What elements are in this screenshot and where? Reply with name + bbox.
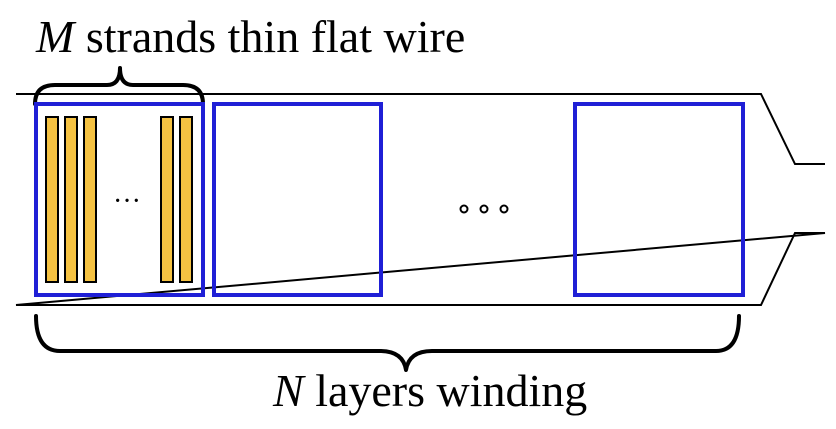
- layer-ellipsis-dot-2: [479, 204, 489, 214]
- bottom-label: N layers winding: [272, 365, 587, 416]
- layer-ellipsis-dot-3: [499, 204, 509, 214]
- layer-2-box: [212, 102, 383, 297]
- top-brace: [33, 66, 205, 106]
- top-label-variable: M: [35, 11, 77, 62]
- top-label: M strands thin flat wire: [35, 11, 465, 62]
- strand-1: [45, 116, 59, 283]
- core-outline: [15, 93, 826, 306]
- top-label-text: strands thin flat wire: [74, 11, 465, 62]
- strand-2: [64, 116, 78, 283]
- bottom-label-variable: N: [272, 365, 306, 416]
- layer-n-box: [573, 102, 745, 297]
- strand-5: [179, 116, 193, 283]
- layer-ellipsis-dot-1: [459, 204, 469, 214]
- layer-1-box: [34, 102, 205, 297]
- bottom-brace: [34, 314, 741, 372]
- strand-ellipsis: ···: [113, 186, 141, 217]
- layer-ellipsis: [459, 204, 509, 214]
- strand-4: [160, 116, 174, 283]
- strand-3: [83, 116, 97, 283]
- bottom-label-text: layers winding: [304, 365, 588, 416]
